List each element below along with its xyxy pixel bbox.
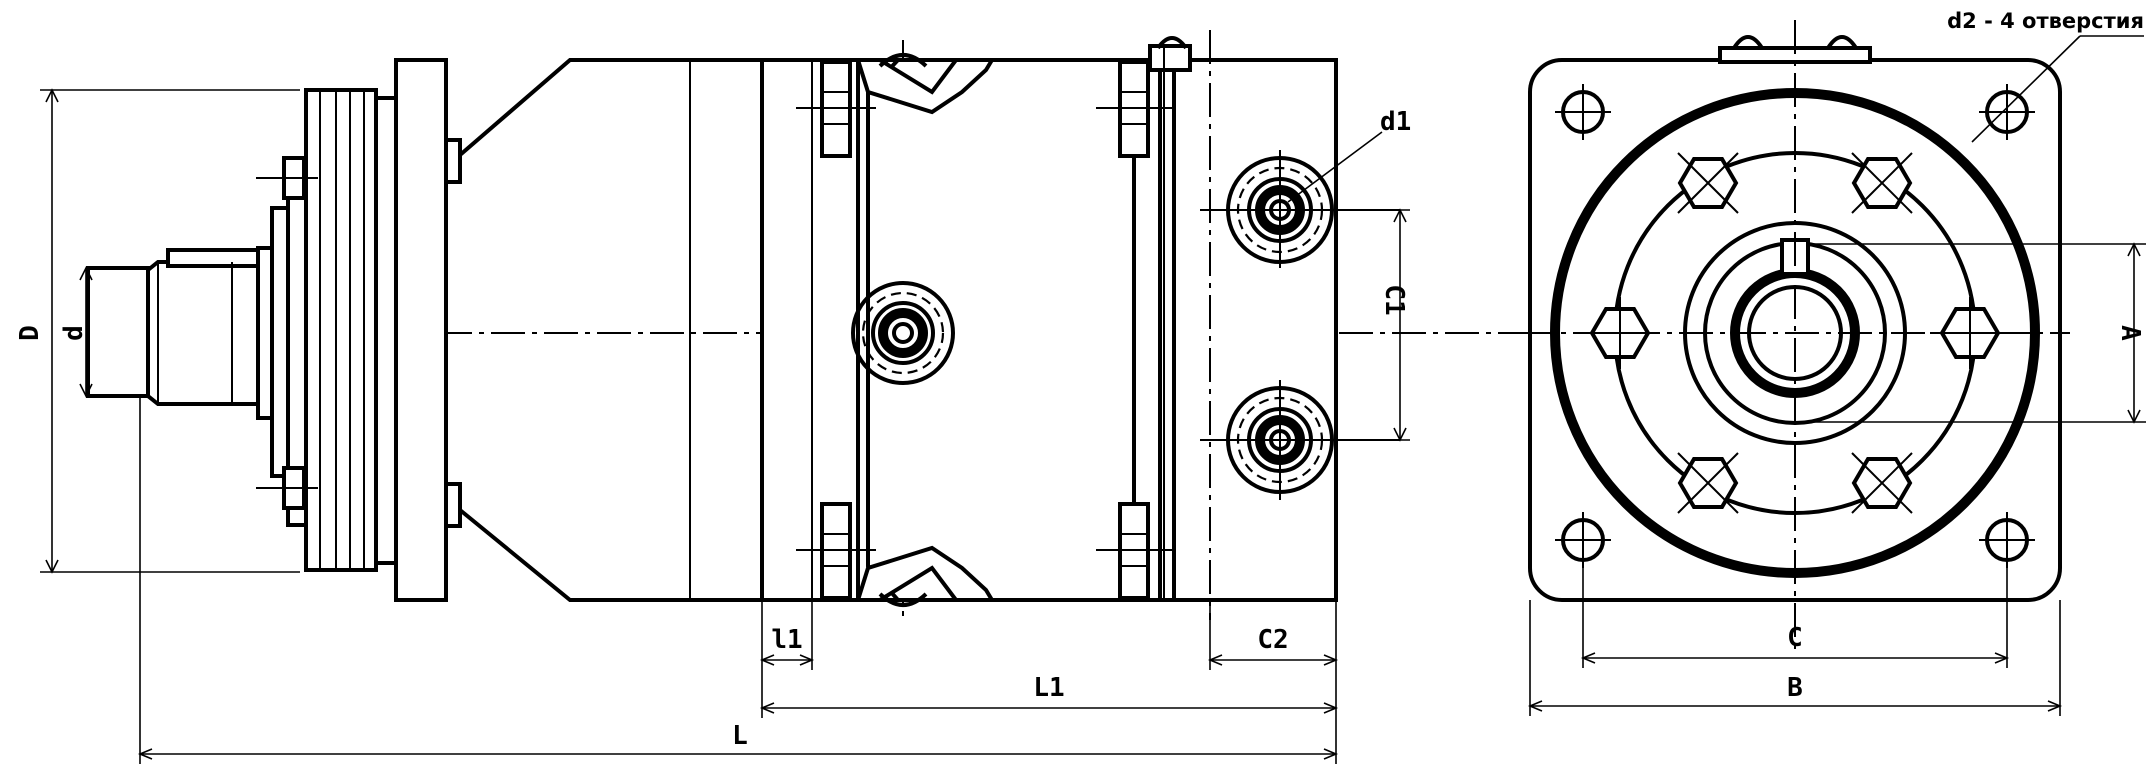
leader-d2: d2 - 4 отверстия bbox=[1947, 9, 2144, 143]
dimension-d: d bbox=[59, 266, 93, 398]
label-L1: L1 bbox=[1033, 673, 1064, 703]
end-cover bbox=[1148, 30, 1338, 620]
dimension-C2: C2 bbox=[1207, 600, 1339, 718]
dimension-l1: l1 bbox=[759, 600, 815, 718]
input-shaft bbox=[86, 248, 262, 406]
dimension-C: C bbox=[1580, 560, 2010, 668]
label-B: B bbox=[1787, 673, 1803, 703]
leader-d1: d1 bbox=[1287, 107, 1411, 203]
input-flange-stack bbox=[256, 58, 462, 602]
dimension-L: L bbox=[137, 396, 1339, 764]
label-A: A bbox=[2115, 325, 2145, 341]
dimension-D: D bbox=[15, 88, 300, 574]
label-d1: d1 bbox=[1380, 107, 1411, 137]
label-d2-note: d2 - 4 отверстия bbox=[1947, 9, 2144, 33]
hex-bolts bbox=[1580, 152, 2010, 514]
label-C2: C2 bbox=[1257, 625, 1288, 655]
housing-bolts bbox=[796, 60, 1176, 600]
dimension-L1: L1 bbox=[759, 673, 1339, 714]
conical-adapter bbox=[458, 58, 764, 602]
label-D: D bbox=[15, 325, 45, 341]
dimension-C1: C1 bbox=[1300, 208, 1410, 442]
label-l1: l1 bbox=[771, 625, 802, 655]
label-d: d bbox=[59, 325, 89, 341]
center-port bbox=[851, 281, 955, 385]
label-C1: C1 bbox=[1379, 284, 1409, 315]
front-centerlines bbox=[1520, 20, 2070, 650]
label-L: L bbox=[732, 721, 748, 751]
front-view: A C B d2 - 4 отверстия bbox=[1520, 9, 2146, 716]
dimension-A: A bbox=[1806, 242, 2146, 424]
input-bolts bbox=[256, 156, 318, 510]
side-view: D d C1 d1 l1 bbox=[15, 30, 1540, 764]
label-C: C bbox=[1787, 623, 1803, 653]
dimension-B: B bbox=[1527, 600, 2063, 716]
lifting-bosses-top bbox=[855, 53, 996, 607]
